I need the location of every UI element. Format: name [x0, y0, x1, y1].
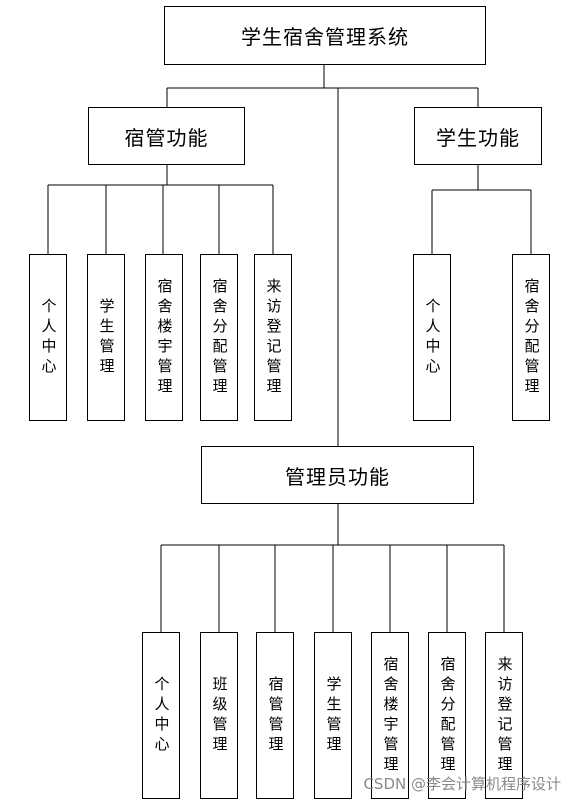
leaf-node: 学生管理: [314, 632, 352, 799]
leaf-node: 宿舍楼宇管理: [371, 632, 409, 799]
group-label: 管理员功能: [285, 464, 390, 489]
watermark: CSDN @李会计算机程序设计: [363, 775, 561, 793]
leaf-label: 宿舍分配管理: [522, 277, 541, 398]
leaf-label: 宿舍分配管理: [438, 655, 457, 776]
group-label: 学生功能: [436, 125, 520, 150]
leaf-node: 宿舍分配管理: [512, 254, 550, 421]
root-label: 学生宿舍管理系统: [241, 25, 409, 49]
leaf-node: 宿舍分配管理: [428, 632, 466, 799]
leaf-label: 宿舍分配管理: [210, 277, 229, 398]
leaf-label: 宿舍楼宇管理: [155, 277, 174, 398]
leaf-node: 来访登记管理: [254, 254, 292, 421]
leaf-label: 学生管理: [324, 675, 343, 756]
leaf-node: 宿舍楼宇管理: [145, 254, 183, 421]
leaf-label: 来访登记管理: [495, 655, 514, 776]
leaf-label: 来访登记管理: [264, 277, 283, 398]
leaf-node: 个人中心: [142, 632, 180, 799]
leaf-label: 班级管理: [210, 675, 229, 756]
leaf-label: 宿舍楼宇管理: [381, 655, 400, 776]
leaf-label: 宿管管理: [266, 675, 285, 756]
leaf-label: 个人中心: [39, 297, 58, 378]
leaf-node: 宿舍分配管理: [200, 254, 238, 421]
leaf-node: 个人中心: [413, 254, 451, 421]
root-node: 学生宿舍管理系统: [164, 6, 486, 65]
leaf-label: 学生管理: [97, 297, 116, 378]
group-node-admin: 管理员功能: [201, 446, 474, 504]
leaf-label: 个人中心: [152, 675, 171, 756]
leaf-node: 来访登记管理: [485, 632, 523, 799]
leaf-label: 个人中心: [423, 297, 442, 378]
group-node-dorm-manager: 宿管功能: [88, 107, 245, 165]
leaf-node: 班级管理: [200, 632, 238, 799]
leaf-node: 个人中心: [29, 254, 67, 421]
leaf-node: 学生管理: [87, 254, 125, 421]
leaf-node: 宿管管理: [256, 632, 294, 799]
group-node-student: 学生功能: [414, 107, 542, 165]
group-label: 宿管功能: [124, 125, 209, 150]
